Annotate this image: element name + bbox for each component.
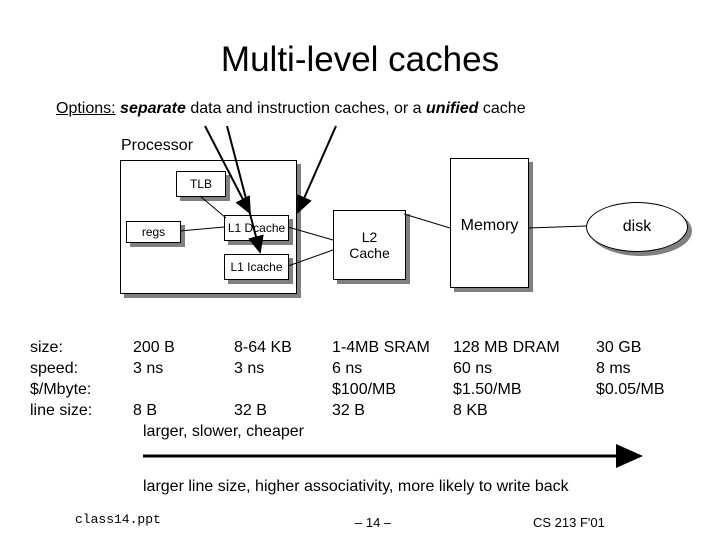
l1-dcache-box: L1 Dcache bbox=[224, 215, 289, 241]
l1-line-size: 32 B bbox=[234, 402, 267, 419]
separate-arrow-dcache bbox=[204, 125, 251, 215]
tlb-to-dcache-line bbox=[199, 195, 227, 219]
disk-ellipse: disk bbox=[586, 202, 688, 252]
l2-speed: 6 ns bbox=[332, 360, 363, 377]
memory-speed: 60 ns bbox=[453, 360, 493, 377]
disk-speed: 8 ms bbox=[596, 360, 631, 377]
column-memory: 128 MB DRAM 60 ns $1.50/MB 8 KB bbox=[453, 337, 560, 421]
l1-cost bbox=[234, 379, 292, 400]
column-disk: 30 GB 8 ms $0.05/MB bbox=[596, 337, 664, 421]
disk-label: disk bbox=[622, 218, 652, 235]
row-label-line-size: line size: bbox=[30, 402, 93, 419]
l2-cost: $100/MB bbox=[332, 381, 397, 398]
unified-word: unified bbox=[426, 100, 479, 117]
regs-speed: 3 ns bbox=[133, 360, 164, 377]
l2-label-line2: Cache bbox=[349, 245, 390, 261]
column-l1: 8-64 KB 3 ns 32 B bbox=[234, 337, 292, 421]
page-title: Multi-level caches bbox=[220, 40, 500, 79]
dcache-to-l2-line bbox=[287, 226, 334, 241]
processor-label: Processor bbox=[121, 137, 194, 154]
column-l2: 1-4MB SRAM 6 ns $100/MB 32 B bbox=[332, 337, 430, 421]
options-prefix: Options: bbox=[56, 100, 116, 117]
row-label-cost: $/Mbyte: bbox=[30, 381, 92, 398]
l1-size: 8-64 KB bbox=[234, 339, 292, 356]
disk-cost: $0.05/MB bbox=[596, 381, 665, 398]
l2-line-size: 32 B bbox=[332, 402, 365, 419]
regs-to-dcache-line bbox=[179, 226, 225, 232]
memory-box: Memory bbox=[450, 158, 529, 288]
row-label-speed: speed: bbox=[30, 360, 79, 377]
l2-cache-box: L2 Cache bbox=[333, 210, 406, 280]
l2-label-line1: L2 bbox=[361, 229, 378, 245]
tradeoff-text: larger, slower, cheaper bbox=[143, 423, 304, 440]
options-line: Options: separate data and instruction c… bbox=[56, 100, 526, 118]
l1-icache-label: L1 Icache bbox=[230, 260, 283, 274]
disk-line-size bbox=[596, 400, 664, 421]
tlb-box: TLB bbox=[176, 171, 226, 197]
l1-speed: 3 ns bbox=[234, 360, 265, 377]
footer-filename: class14.ppt bbox=[75, 512, 161, 527]
unified-arrow-l2 bbox=[297, 125, 337, 214]
regs-cost bbox=[133, 379, 175, 400]
regs-line-size: 8 B bbox=[133, 402, 158, 419]
l1-dcache-label: L1 Dcache bbox=[227, 221, 286, 235]
memory-cost: $1.50/MB bbox=[453, 381, 522, 398]
footer-page-number: – 14 – bbox=[355, 515, 392, 530]
regs-label: regs bbox=[141, 225, 166, 239]
footer-course: CS 213 F'01 bbox=[533, 515, 605, 530]
row-label-size: size: bbox=[30, 339, 63, 356]
options-suffix: cache bbox=[478, 100, 526, 117]
regs-box: regs bbox=[126, 221, 181, 243]
memory-label: Memory bbox=[460, 217, 519, 234]
column-regs: 200 B 3 ns 8 B bbox=[133, 337, 175, 421]
memory-line-size: 8 KB bbox=[453, 402, 488, 419]
regs-size: 200 B bbox=[133, 339, 175, 356]
disk-size: 30 GB bbox=[596, 339, 642, 356]
l2-size: 1-4MB SRAM bbox=[332, 339, 430, 356]
options-mid: data and instruction caches, or a bbox=[185, 100, 427, 117]
memory-size: 128 MB DRAM bbox=[453, 339, 560, 356]
memory-to-disk-line bbox=[527, 225, 587, 229]
bottom-caption: larger line size, higher associativity, … bbox=[143, 478, 569, 495]
tlb-label: TLB bbox=[189, 177, 212, 191]
icache-to-l2-line bbox=[287, 249, 334, 267]
row-labels: size: speed: $/Mbyte: line size: bbox=[30, 337, 92, 421]
separate-word: separate bbox=[120, 100, 186, 117]
separate-arrow-icache bbox=[226, 125, 264, 254]
l1-icache-box: L1 Icache bbox=[224, 254, 289, 280]
l2-to-memory-line bbox=[403, 213, 451, 229]
